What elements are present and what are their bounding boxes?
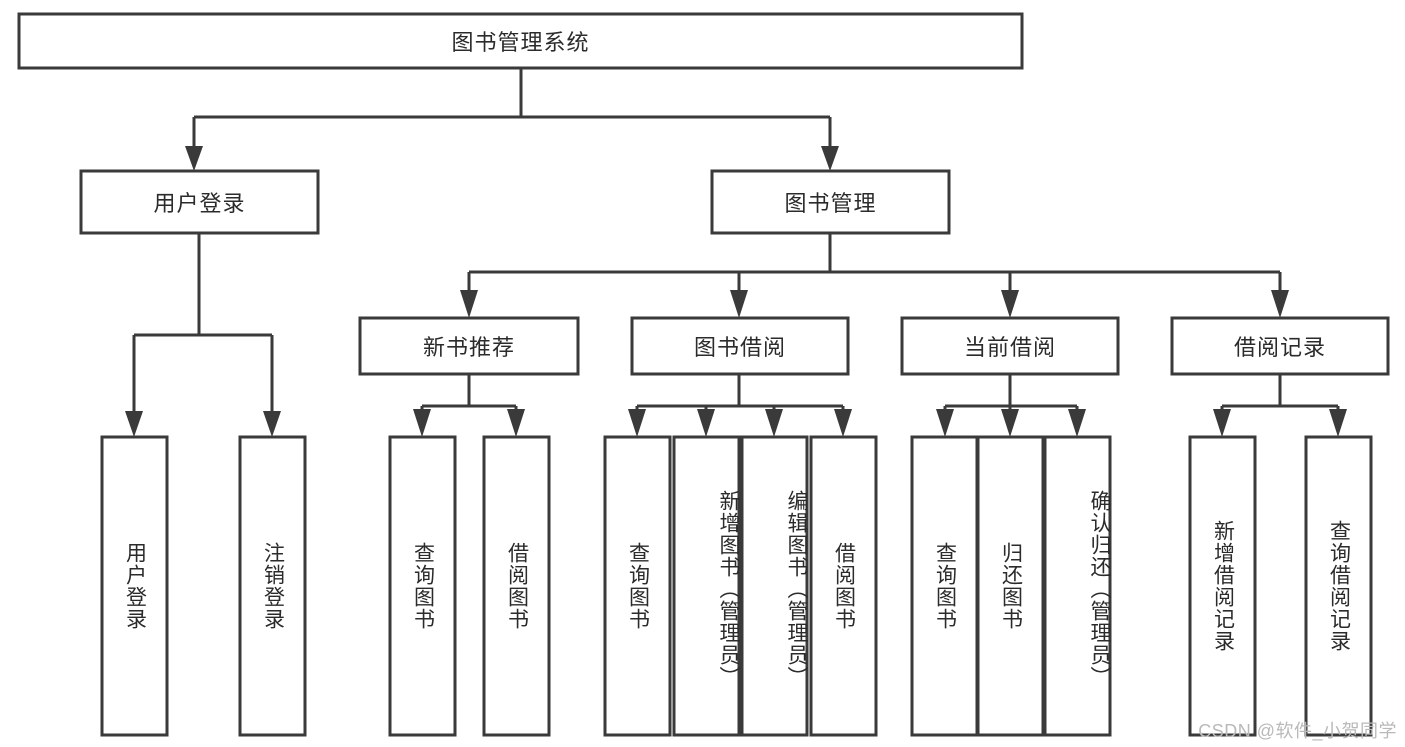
node-current-borrow-box[interactable] <box>900 316 1120 376</box>
arrow-head-borrow-record-1 <box>1213 409 1231 437</box>
arrow-head-level3-1 <box>460 290 478 318</box>
arrow-head-level3-3 <box>1001 290 1019 318</box>
arrow-head-user-login-1 <box>125 411 143 437</box>
arrow-head-book-borrow-2 <box>697 409 715 437</box>
leaf-box-current-borrow-0[interactable] <box>910 435 979 737</box>
arrow-head-borrow-record-2 <box>1329 409 1347 437</box>
node-user-login-box[interactable] <box>79 169 320 235</box>
leaf-box-book-borrow-1[interactable] <box>672 435 741 737</box>
arrow-head-new-book-rec-1 <box>413 409 431 437</box>
arrow-head-user-login-2 <box>263 411 281 437</box>
leaf-box-book-borrow-2[interactable] <box>740 435 809 737</box>
node-new-book-rec-box[interactable] <box>358 316 580 376</box>
leaf-box-new-book-rec-1[interactable] <box>482 435 551 737</box>
arrow-head-level2-2 <box>821 146 839 171</box>
arrow-head-book-borrow-4 <box>834 409 852 437</box>
node-borrow-record-box[interactable] <box>1170 316 1390 376</box>
arrow-head-level3-2 <box>730 290 748 318</box>
leaf-box-new-book-rec-0[interactable] <box>388 435 457 737</box>
arrow-head-book-borrow-3 <box>765 409 783 437</box>
leaf-box-book-borrow-3[interactable] <box>809 435 878 737</box>
node-book-borrow-box[interactable] <box>630 316 850 376</box>
leaf-box-user-login-0[interactable] <box>100 435 169 737</box>
csdn-watermark: CSDN @软件_小贺同学 <box>1198 721 1397 741</box>
node-root-box[interactable] <box>17 12 1024 70</box>
leaf-box-borrow-record-0[interactable] <box>1188 435 1257 737</box>
arrow-head-level3-4 <box>1271 290 1289 318</box>
leaf-box-book-borrow-0[interactable] <box>603 435 672 737</box>
arrow-head-current-borrow-1 <box>936 409 954 437</box>
arrow-head-level2-1 <box>185 146 203 171</box>
node-book-manage-box[interactable] <box>710 169 951 235</box>
leaf-box-current-borrow-1[interactable] <box>976 435 1045 737</box>
arrow-head-current-borrow-3 <box>1068 409 1086 437</box>
leaf-box-user-login-1[interactable] <box>238 435 307 737</box>
arrow-head-book-borrow-1 <box>628 409 646 437</box>
leaf-box-current-borrow-2[interactable] <box>1043 435 1112 737</box>
arrow-head-new-book-rec-2 <box>507 409 525 437</box>
leaf-box-borrow-record-1[interactable] <box>1304 435 1373 737</box>
arrow-head-current-borrow-2 <box>1001 409 1019 437</box>
